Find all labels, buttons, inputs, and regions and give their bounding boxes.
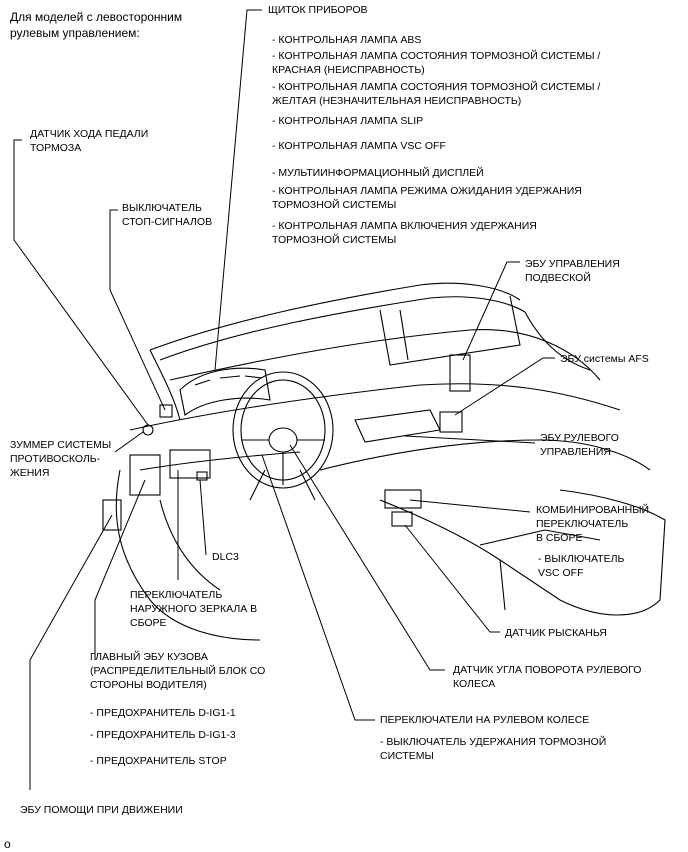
dashboard-drawing xyxy=(102,282,666,641)
dash-lower-line xyxy=(129,383,621,431)
leader-suspension xyxy=(462,261,520,361)
label-buzzer: ЗУММЕР СИСТЕМЫ ПРОТИВОСКОЛЬ- ЖЕНИЯ xyxy=(10,439,112,479)
cluster-item-hold-on: - КОНТРОЛЬНАЯ ЛАМПА ВКЛЮЧЕНИЯ УДЕРЖАНИЯ … xyxy=(272,220,537,246)
leader-body-ecu xyxy=(94,479,146,660)
label-steering-angle-sensor: ДАТЧИК УГЛА ПОВОРОТА РУЛЕВОГО КОЛЕСА xyxy=(453,664,642,690)
leader-stop xyxy=(109,209,166,411)
footer-mark: o xyxy=(4,837,11,851)
left-footwell-inner xyxy=(159,499,221,591)
cluster-detail xyxy=(194,375,263,386)
leader-buzzer xyxy=(114,431,144,453)
center-console xyxy=(379,489,666,616)
cluster-item-mid: - МУЛЬТИИНФОРМАЦИОННЫЙ ДИСПЛЕЙ xyxy=(272,167,484,179)
cluster-item-vsc-off: - КОНТРОЛЬНАЯ ЛАМПА VSC OFF xyxy=(272,140,446,152)
label-yaw-sensor: ДАТЧИК РЫСКАНЬЯ xyxy=(505,627,607,639)
center-screen-divider xyxy=(399,309,409,361)
console-armrest xyxy=(479,529,601,546)
label-dlc3: DLC3 xyxy=(212,551,239,563)
leader-drive-assist xyxy=(29,514,113,790)
windshield-base-line xyxy=(149,282,521,351)
leader-steer-angle xyxy=(289,444,445,671)
a-pillar xyxy=(149,349,181,421)
leader-cluster xyxy=(214,9,262,371)
dash-mid-line xyxy=(169,329,601,381)
steering-column xyxy=(249,469,316,501)
label-combo-switch: КОМБИНИРОВАННЫЙ ПЕРЕКЛЮЧАТЕЛЬ В СБОРЕ xyxy=(536,504,650,544)
instrument-cluster xyxy=(179,367,271,416)
mirror-switch-panel xyxy=(169,449,211,479)
yaw-sensor-box xyxy=(391,511,413,527)
leader-yaw xyxy=(404,524,500,633)
dlc3-connector xyxy=(196,471,208,481)
label-stop-light-switch: ВЫКЛЮЧАТЕЛЬ СТОП-СИГНАЛОВ xyxy=(122,202,213,228)
dash-right-edge xyxy=(524,311,591,371)
label-brake-hold-switch: - ВЫКЛЮЧАТЕЛЬ УДЕРЖАНИЯ ТОРМОЗНОЙ СИСТЕМ… xyxy=(380,736,607,762)
steering-wheel-spokes xyxy=(241,439,325,485)
label-main-body-ecu: ГЛАВНЫЙ ЭБУ КУЗОВА (РАСПРЕДЕЛИТЕЛЬНЫЙ БЛ… xyxy=(90,651,266,691)
cluster-item-hold-standby: - КОНТРОЛЬНАЯ ЛАМПА РЕЖИМА ОЖИДАНИЯ УДЕР… xyxy=(272,185,582,211)
dash-top-edge xyxy=(159,296,526,361)
label-suspension-ecu: ЭБУ УПРАВЛЕНИЯ ПОДВЕСКОЙ xyxy=(525,258,620,284)
drive-assist-ecu-box xyxy=(102,499,122,531)
label-brake-pedal-sensor: ДАТЧИК ХОДА ПЕДАЛИ ТОРМОЗА xyxy=(30,128,149,154)
body-ecu-box xyxy=(129,454,161,496)
cluster-item-slip: - КОНТРОЛЬНАЯ ЛАМПА SLIP xyxy=(272,115,424,127)
label-drive-assist-ecu: ЭБУ ПОМОЩИ ПРИ ДВИЖЕНИИ xyxy=(20,804,183,816)
fuse-stop: - ПРЕДОХРАНИТЕЛЬ STOP xyxy=(90,755,227,767)
cluster-item-abs: - КОНТРОЛЬНАЯ ЛАМПА ABS xyxy=(272,34,422,46)
console-top xyxy=(319,439,651,471)
label-instrument-cluster: ЩИТОК ПРИБОРОВ xyxy=(268,4,368,16)
leader-pedal xyxy=(13,139,149,426)
console-front-edge xyxy=(499,559,506,611)
leader-dlc3 xyxy=(199,479,207,556)
label-mirror-switch: ПЕРЕКЛЮЧАТЕЛЬ НАРУЖНОГО ЗЕРКАЛА В СБОРЕ xyxy=(130,589,258,629)
label-vsc-off-switch: - ВЫКЛЮЧАТЕЛЬ VSC OFF xyxy=(538,553,625,579)
afs-ecu-box xyxy=(439,411,463,433)
diagram-heading: Для моделей с левосторонним рулевым упра… xyxy=(10,10,183,40)
leader-combo xyxy=(409,499,531,513)
leader-steering-ecu xyxy=(404,435,536,444)
fuse-d-ig1-1: - ПРЕДОХРАНИТЕЛЬ D-IG1-1 xyxy=(90,707,236,719)
leader-lines xyxy=(13,9,555,790)
combo-switch-box xyxy=(384,489,422,509)
left-footwell xyxy=(115,469,261,641)
stop-switch-part xyxy=(159,404,173,418)
fuse-d-ig1-3: - ПРЕДОХРАНИТЕЛЬ D-IG1-3 xyxy=(90,729,236,741)
label-steering-ecu: ЭБУ РУЛЕВОГО УПРАВЛЕНИЯ xyxy=(540,432,619,458)
cluster-item-brake-yellow: - КОНТРОЛЬНАЯ ЛАМПА СОСТОЯНИЯ ТОРМОЗНОЙ … xyxy=(272,81,601,107)
label-afs-ecu: ЭБУ системы AFS xyxy=(560,353,649,365)
dash-left-lower xyxy=(139,451,301,471)
label-steering-wheel-switches: ПЕРЕКЛЮЧАТЕЛИ НА РУЛЕВОМ КОЛЕСЕ xyxy=(380,714,590,726)
cluster-item-brake-red: - КОНТРОЛЬНАЯ ЛАМПА СОСТОЯНИЯ ТОРМОЗНОЙ … xyxy=(272,50,601,76)
steering-wheel-rim xyxy=(232,371,334,489)
leader-afs xyxy=(454,357,555,416)
suspension-ecu-box xyxy=(449,354,471,392)
steering-wheel-hub xyxy=(268,427,298,453)
leader-wheel-switches xyxy=(261,454,375,721)
